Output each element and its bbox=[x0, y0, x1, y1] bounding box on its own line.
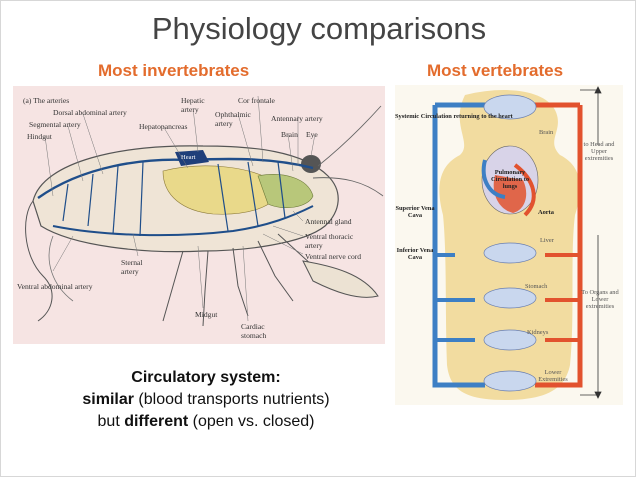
caption: Circulatory system: similar (blood trans… bbox=[21, 367, 391, 433]
label-stomach: Stomach bbox=[525, 283, 548, 290]
label-heart: Heart bbox=[181, 154, 196, 161]
label-arteries: (a) The arteries bbox=[23, 96, 70, 105]
label-hindgut: Hindgut bbox=[27, 132, 52, 141]
invertebrate-circulation-diagram: (a) The arteries Dorsal abdominal artery… bbox=[13, 86, 385, 344]
label-hepatic-artery: Hepatic artery bbox=[181, 96, 205, 114]
label-ventral-nerve-cord: Ventral nerve cord bbox=[305, 252, 362, 261]
label-to-organs: To Organs and Lower extremities bbox=[581, 289, 619, 310]
label-antennary-artery: Antennary artery bbox=[271, 114, 323, 123]
label-cor-frontale: Cor frontale bbox=[238, 96, 275, 105]
label-kidneys: Kidneys bbox=[527, 329, 549, 336]
caption-different-detail: (open vs. closed) bbox=[188, 413, 315, 430]
crayfish-illustration bbox=[25, 95, 384, 327]
label-brain-vertebrate: Brain bbox=[539, 129, 554, 136]
label-segmental-artery: Segmental artery bbox=[29, 120, 81, 129]
vertebrate-circulation-illustration bbox=[432, 86, 602, 400]
label-systemic-circulation: Systemic Circulation returning to the he… bbox=[395, 113, 513, 120]
caption-different: different bbox=[124, 413, 189, 430]
label-cardiac-stomach: Cardiac stomach bbox=[241, 322, 267, 340]
label-ventral-abdominal-artery: Ventral abdominal artery bbox=[17, 282, 93, 291]
caption-similar-detail: (blood transports nutrients) bbox=[133, 391, 330, 408]
caption-heading: Circulatory system: bbox=[131, 369, 281, 386]
label-superior-vena-cava: Superior Vena Cava bbox=[395, 205, 435, 219]
label-sternal-artery: Sternal artery bbox=[121, 258, 143, 276]
invertebrates-heading: Most invertebrates bbox=[98, 61, 250, 80]
caption-line-2: similar (blood transports nutrients) bbox=[21, 389, 391, 411]
label-to-head: to Head and Upper extremities bbox=[583, 141, 615, 162]
label-ventral-thoracic-artery: Ventral thoracic artery bbox=[305, 232, 354, 250]
label-brain: Brain bbox=[281, 130, 298, 139]
caption-similar: similar bbox=[82, 391, 134, 408]
label-eye: Eye bbox=[306, 130, 318, 139]
label-hepatopancreas: Hepatopancreas bbox=[139, 122, 188, 131]
label-midgut: Midgut bbox=[195, 310, 218, 319]
label-antennal-gland: Antennal gland bbox=[305, 217, 352, 226]
vertebrates-heading: Most vertebrates bbox=[427, 61, 564, 80]
label-lower-extremities: Lower Extremities bbox=[538, 369, 568, 383]
label-aorta: Aorta bbox=[538, 209, 554, 216]
slide-title: Physiology comparisons bbox=[151, 11, 487, 46]
caption-line-1: Circulatory system: bbox=[21, 367, 391, 389]
caption-but: but bbox=[97, 413, 125, 430]
label-ophthalmic-artery: Ophthalmic artery bbox=[215, 110, 251, 128]
label-liver: Liver bbox=[540, 237, 554, 244]
label-pulmonary-circulation: Pulmonary Circulation to lungs bbox=[490, 169, 530, 190]
vertebrate-circulation-diagram: Systemic Circulation returning to the he… bbox=[395, 85, 623, 405]
label-inferior-vena-cava: Inferior Vena Cava bbox=[396, 247, 434, 261]
label-dorsal-abdominal-artery: Dorsal abdominal artery bbox=[53, 108, 127, 117]
caption-line-3: but different (open vs. closed) bbox=[21, 411, 391, 433]
